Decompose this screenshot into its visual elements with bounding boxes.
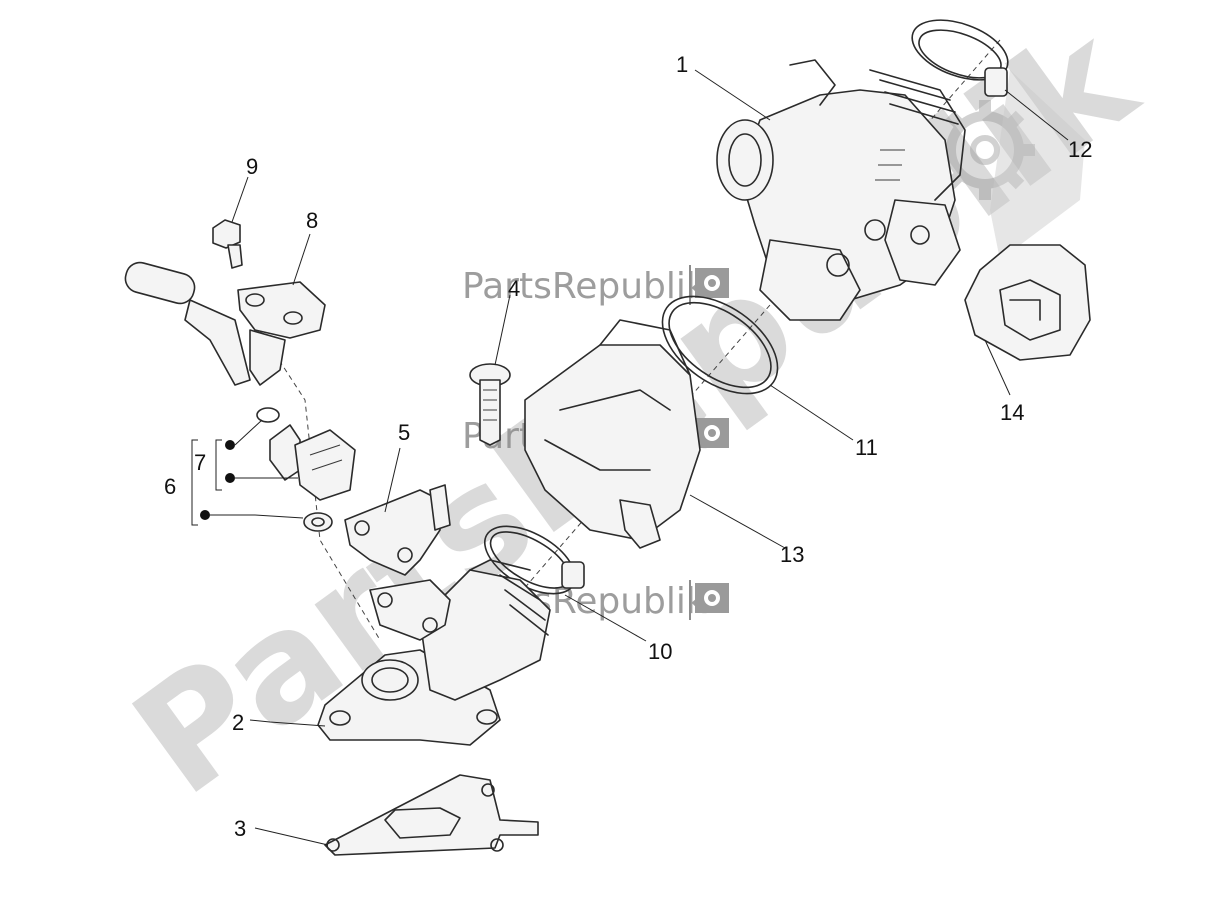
callout-14: 14 (1000, 400, 1024, 425)
callout-11: 11 (855, 435, 878, 460)
bullet-dot (225, 473, 235, 483)
callout-4: 4 (508, 276, 520, 301)
part-3-gasket[interactable] (324, 774, 539, 856)
callout-13: 13 (780, 542, 804, 567)
gear-icon (695, 268, 729, 298)
callout-5: 5 (398, 420, 410, 445)
callout-1: 1 (676, 52, 688, 77)
watermark-small-text: PartsRepublik (462, 266, 707, 307)
part-1-throttle-body[interactable] (716, 59, 966, 321)
part-9-bolt[interactable] (212, 219, 243, 269)
callout-3: 3 (234, 816, 246, 841)
part-14-cover[interactable] (964, 244, 1091, 361)
callout-labels: 1 2 3 4 5 6 7 8 9 10 11 12 13 14 (164, 52, 1092, 841)
part-13-manifold[interactable] (524, 319, 701, 549)
gear-icon (695, 418, 729, 448)
group-bracket-6-7 (191, 419, 304, 526)
bullet-dot (225, 440, 235, 450)
bullet-dot (200, 510, 210, 520)
callout-7: 7 (194, 450, 206, 475)
watermark-small-1: PartsRepublik (462, 265, 729, 307)
callout-12: 12 (1068, 137, 1092, 162)
callout-6: 6 (164, 474, 176, 499)
part-2-flange[interactable] (317, 559, 551, 746)
part-4-screw[interactable] (469, 363, 511, 446)
callout-10: 10 (648, 639, 672, 664)
callout-2: 2 (232, 710, 244, 735)
callout-8: 8 (306, 208, 318, 233)
watermark-flag-shape (990, 70, 1085, 260)
part-7-sensor[interactable] (256, 407, 356, 532)
part-5-bracket[interactable] (344, 484, 451, 576)
part-11-ring[interactable] (645, 277, 795, 414)
leader-lines (231, 69, 1069, 846)
part-12-clamp[interactable] (904, 8, 1016, 97)
callout-9: 9 (246, 154, 258, 179)
gear-icon (695, 583, 729, 613)
part-8-sensor-bracket[interactable] (122, 259, 326, 386)
